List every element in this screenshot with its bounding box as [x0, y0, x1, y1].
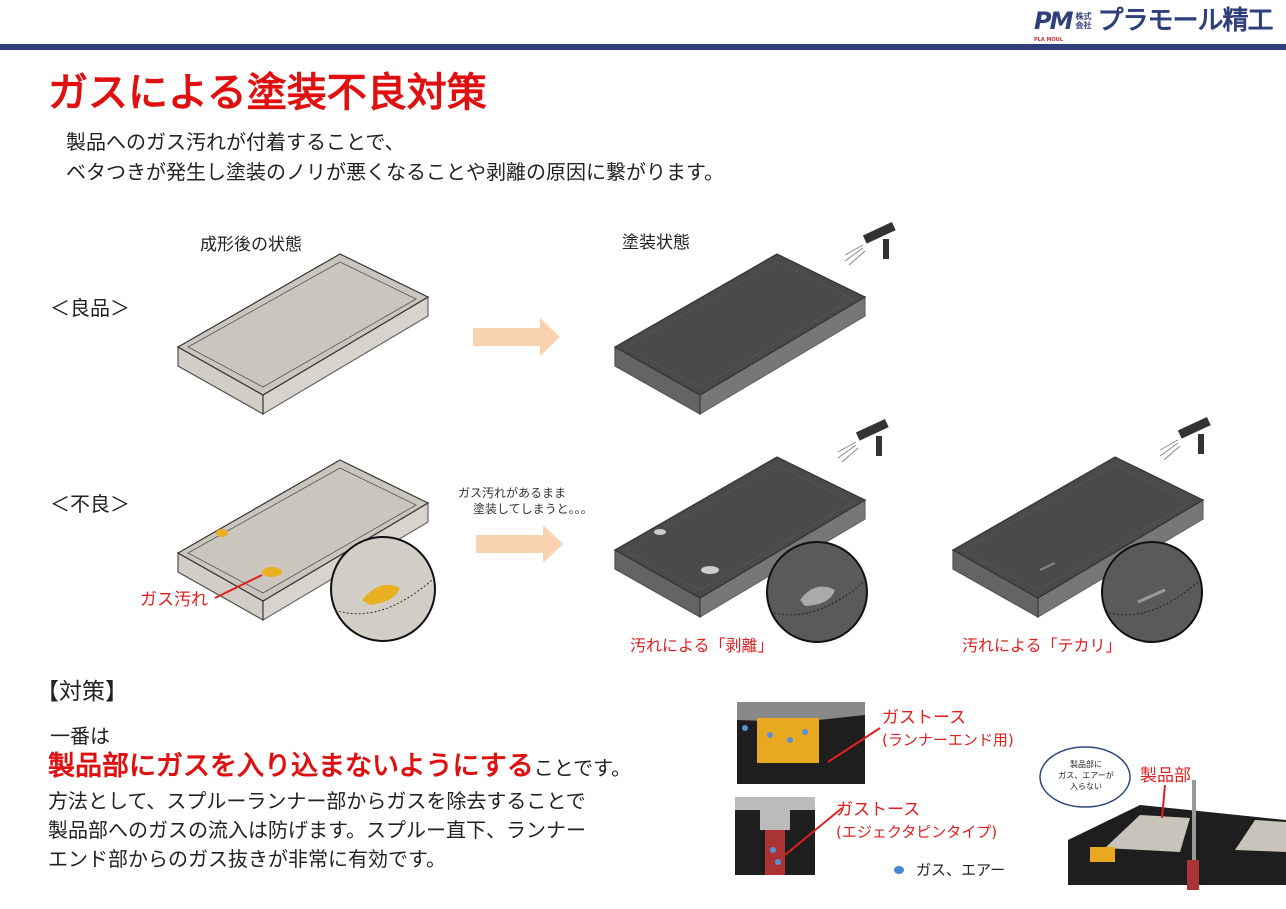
speech-bubble — [1039, 746, 1131, 808]
gas-stain-label: ガス汚れ — [140, 590, 208, 610]
row-label-bad: ＜不良＞ — [50, 492, 130, 516]
col-label-painted: 塗装状態 — [622, 233, 690, 253]
intro-line-2: ベタつきが発生し塗装のノリが悪くなることや剥離の原因に繋がります。 — [66, 160, 724, 184]
logo-kabushiki: 株式会社 — [1075, 12, 1092, 30]
bubble-line: ガス、エアーが — [1058, 771, 1114, 780]
gas-dot-icon — [894, 866, 904, 874]
spray-gun-icon — [844, 221, 897, 266]
page-title: ガスによる塗装不良対策 — [48, 70, 487, 116]
bubble-line: 製品部に — [1070, 760, 1102, 769]
spray-gun-icon — [837, 418, 890, 463]
gas-torus-ejector-sub: (エジェクタピンタイプ) — [836, 823, 998, 841]
gas-torus-ejector-title: ガストース — [836, 800, 921, 820]
cm-line2: 方法として、スプルーランナー部からガスを除去することで — [48, 789, 586, 813]
cm-emphasis-tail: ことです。 — [533, 756, 632, 780]
cm-line3: 製品部へのガスの流入は防げます。スプルー直下、ランナー — [48, 818, 586, 842]
good-painted-part — [614, 253, 866, 415]
gas-torus-runner-sub: (ランナーエンド用) — [882, 731, 1014, 749]
arrow-icon — [473, 318, 560, 356]
cm-line4: エンド部からのガス抜きが非常に有効です。 — [48, 847, 446, 871]
peel-label: 汚れによる「剥離」 — [630, 636, 774, 655]
cm-line1: 一番は — [50, 724, 110, 748]
countermeasure-heading: 【対策】 — [36, 679, 128, 705]
magnifier-shine — [1101, 541, 1203, 643]
intro-line-1: 製品へのガス汚れが付着することで、 — [66, 130, 405, 154]
header-bar — [0, 44, 1286, 50]
bubble-line: 入らない — [1070, 782, 1102, 791]
gas-torus-runner-title: ガストース — [882, 708, 967, 728]
shine-label: 汚れによる「テカリ」 — [962, 636, 1122, 655]
cm-emphasis: 製品部にガスを入り込まないようにする — [48, 751, 534, 782]
logo-mark-sub: PLA MOUL — [1034, 37, 1063, 43]
bad-note-2: 塗装してしまうと。。。 — [473, 502, 593, 516]
row-label-good: ＜良品＞ — [50, 296, 130, 320]
spray-gun-icon — [1159, 416, 1212, 461]
logo-mark: PM — [1034, 7, 1074, 35]
bad-note-1: ガス汚れがあるまま — [458, 486, 567, 500]
speech-bubble-text: 製品部に ガス、エアーが 入らない — [1046, 759, 1126, 792]
legend-gas-air: ガス、エアー — [916, 861, 1006, 879]
product-part-label: 製品部 — [1140, 766, 1191, 786]
col-label-molded: 成形後の状態 — [200, 235, 302, 255]
arrow-icon — [476, 525, 563, 563]
company-logo: PM PLA MOUL 株式会社 プラモール精工 — [1034, 6, 1274, 43]
cm-emphasis-line: 製品部にガスを入り込まないようにすることです。 — [48, 750, 631, 785]
logo-name: プラモール精工 — [1097, 6, 1273, 36]
good-molded-part — [177, 253, 429, 415]
